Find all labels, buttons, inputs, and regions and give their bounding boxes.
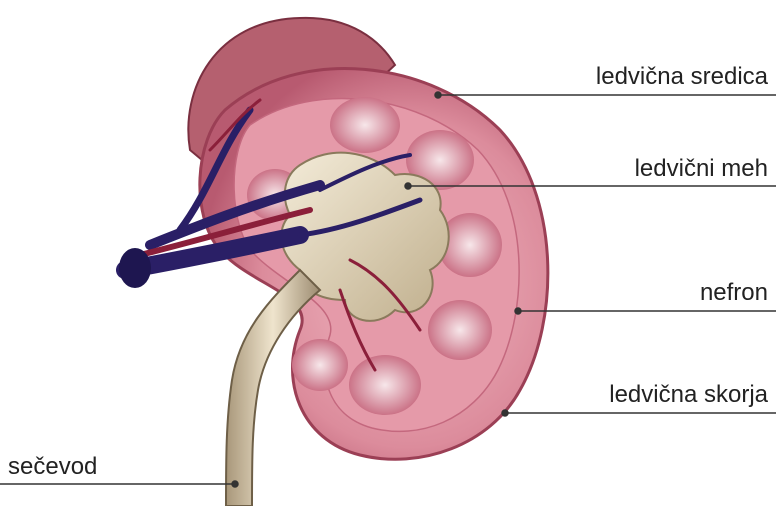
renal-hilum-vessel-end [119,248,151,288]
label-nephron: nefron [700,279,768,307]
label-cortex: ledvična skorja [609,381,768,409]
label-medulla: ledvična sredica [596,63,768,91]
label-pelvis: ledvični meh [635,155,768,183]
label-ureter: sečevod [8,453,97,481]
